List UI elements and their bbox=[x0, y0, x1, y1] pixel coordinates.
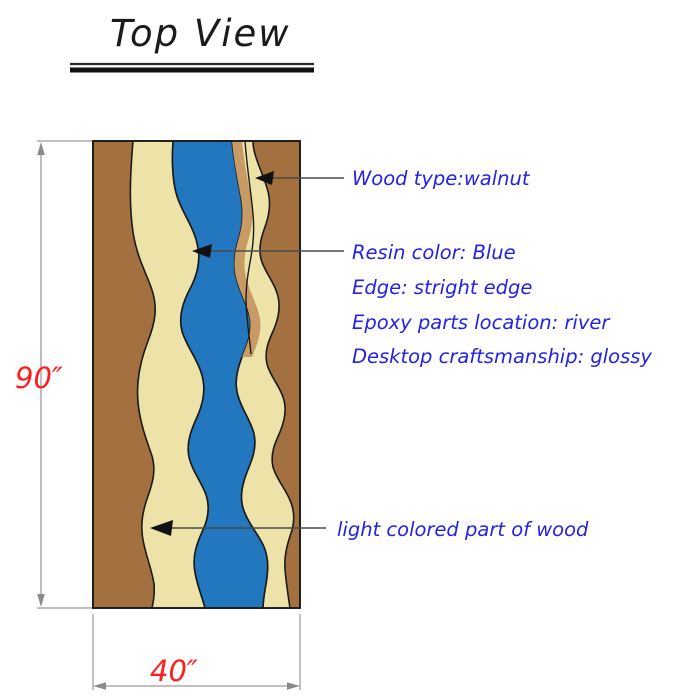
annotation-epoxy-parts: Epoxy parts location: river bbox=[352, 311, 611, 334]
annotation-light-wood: light colored part of wood bbox=[337, 518, 589, 541]
grain-line bbox=[244, 140, 255, 355]
annotation-craftsmanship: Desktop craftsmanship: glossy bbox=[352, 345, 652, 368]
arrow-left-icon bbox=[150, 520, 173, 536]
annotation-resin-color: Resin color: Blue bbox=[352, 241, 516, 264]
dimension-width: 40″ bbox=[92, 614, 301, 690]
arrow-up-icon bbox=[37, 142, 45, 155]
leader-resin-color: Resin color: Blue bbox=[192, 241, 516, 264]
arrow-down-icon bbox=[37, 594, 45, 607]
arrow-left-icon bbox=[255, 171, 274, 185]
page-title: Top View bbox=[110, 12, 291, 55]
board-outline bbox=[92, 140, 301, 609]
arrow-right-icon bbox=[287, 682, 300, 690]
dimension-height: 90″ bbox=[15, 140, 92, 609]
title-block: Top View bbox=[70, 12, 314, 73]
table-top-board bbox=[92, 140, 301, 609]
leader-wood-type: Wood type:walnut bbox=[255, 167, 531, 190]
leader-light-wood: light colored part of wood bbox=[150, 518, 589, 541]
epoxy-river bbox=[171, 140, 269, 609]
annotation-wood-type: Wood type:walnut bbox=[352, 167, 531, 190]
annotation-edge: Edge: stright edge bbox=[352, 276, 532, 299]
arrow-left-icon bbox=[192, 244, 212, 258]
dimension-height-label: 90″ bbox=[15, 361, 63, 395]
arrow-left-icon bbox=[93, 682, 106, 690]
sapwood-shadow-sliver bbox=[232, 141, 261, 357]
dimension-width-label: 40″ bbox=[150, 654, 198, 688]
spec-list: Edge: stright edge Epoxy parts location:… bbox=[352, 276, 652, 368]
